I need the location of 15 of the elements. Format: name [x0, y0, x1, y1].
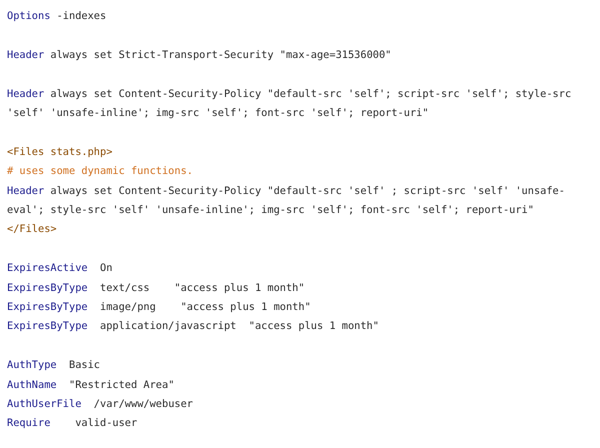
code-line: AuthName "Restricted Area" — [7, 378, 176, 393]
code-line: <Files stats.php> — [7, 144, 114, 160]
code-line: Header always set Content-Security-Policy "default-src 'self' ; script-src 'self' 'unsafe-eval'; style-src 'self' 'unsafe-inline'; img-src 'self'; font-src 'self'; report-uri" — [7, 184, 566, 218]
code-line: Options -indexes — [7, 9, 108, 24]
code-line: AuthUserFile /var/www/webuser — [7, 397, 194, 412]
code-line: Header always set Strict-Transport-Security "max-age=31536000" — [7, 48, 392, 63]
code-line: ExpiresByType application/javascript "access plus 1 month" — [7, 319, 380, 334]
code-line: ExpiresByType text/css "access plus 1 month" — [7, 280, 306, 296]
code-comment: # uses some dynamic functions. — [7, 164, 194, 180]
code-line: ExpiresActive On — [7, 261, 114, 276]
code-line: </Files> — [7, 222, 58, 238]
code-line: AuthType Basic — [7, 358, 102, 374]
code-line: Require valid-user — [7, 416, 138, 432]
code-line: ExpiresByType image/png "access plus 1 month" — [7, 300, 312, 316]
code-line: Header always set Content-Security-Policy "default-src 'self'; script-src 'self'; style-src 'self' 'unsafe-inline'; img-src 'self'; font-src 'self'; report-uri" — [7, 86, 572, 121]
